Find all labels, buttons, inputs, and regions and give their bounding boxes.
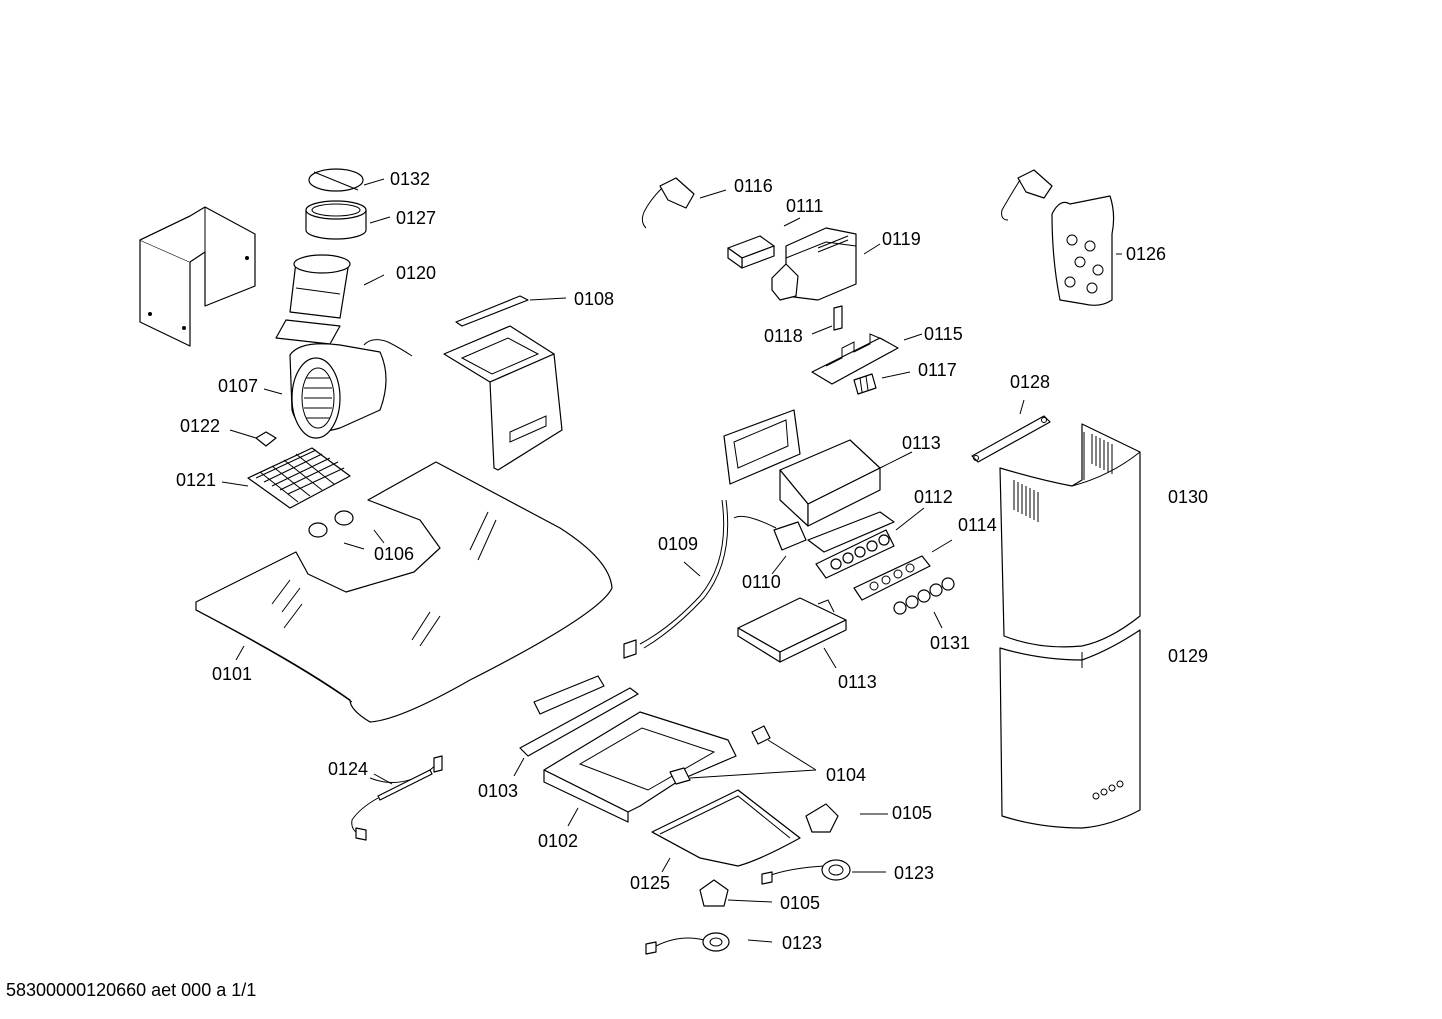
label-0111: 0111 bbox=[786, 196, 823, 216]
part-0132-clip bbox=[308, 168, 385, 192]
part-0117-terminal bbox=[853, 371, 911, 395]
part-0106-knobs bbox=[308, 510, 385, 550]
label-0124: 0124 bbox=[328, 759, 368, 779]
part-0105-lamp-holder-upper bbox=[805, 803, 888, 833]
label-0126: 0126 bbox=[1126, 244, 1166, 264]
part-0126-fixing-kit bbox=[1051, 195, 1122, 306]
part-0130-upper-chimney bbox=[999, 423, 1141, 648]
label-0115: 0115 bbox=[924, 324, 963, 344]
part-0103-profile bbox=[513, 675, 639, 777]
plug-accessory bbox=[1001, 169, 1053, 221]
part-0119-housing bbox=[771, 227, 881, 301]
label-0106: 0106 bbox=[374, 544, 414, 564]
label-0105-lower: 0105 bbox=[780, 893, 820, 913]
part-0110-connector bbox=[733, 515, 807, 575]
label-0107: 0107 bbox=[218, 376, 258, 396]
label-0130: 0130 bbox=[1168, 487, 1208, 507]
label-0128: 0128 bbox=[1010, 372, 1050, 392]
part-0115-switch-board bbox=[811, 333, 923, 385]
part-0107-blower bbox=[263, 319, 413, 439]
part-0111-starter bbox=[727, 217, 801, 269]
label-0123-upper: 0123 bbox=[894, 863, 934, 883]
label-0103: 0103 bbox=[478, 781, 518, 801]
label-0121: 0121 bbox=[176, 470, 216, 490]
part-0113-upper bbox=[723, 409, 913, 527]
part-0125-diffuser bbox=[651, 789, 801, 873]
part-0131-buttons bbox=[893, 577, 955, 629]
part-0101-glass-canopy bbox=[195, 461, 613, 723]
part-0120-outlet bbox=[289, 254, 385, 319]
label-0114: 0114 bbox=[958, 515, 997, 535]
part-0105-lamp-holder-lower bbox=[699, 879, 773, 907]
motor-mount-bracket bbox=[443, 325, 563, 471]
label-0117: 0117 bbox=[918, 360, 957, 380]
part-0116-plug bbox=[641, 177, 727, 229]
label-0113-upper: 0113 bbox=[902, 433, 941, 453]
label-0132: 0132 bbox=[390, 169, 430, 189]
label-0127: 0127 bbox=[396, 208, 436, 228]
part-0118-capacitor bbox=[811, 305, 843, 335]
label-0123-lower: 0123 bbox=[782, 933, 822, 953]
part-0129-lower-chimney bbox=[999, 629, 1141, 829]
part-0109-wire bbox=[623, 499, 729, 659]
part-0124-cable bbox=[351, 755, 443, 841]
part-0123-lamp-upper bbox=[761, 859, 886, 885]
part-0114-label-strip bbox=[853, 539, 953, 601]
label-0108: 0108 bbox=[574, 289, 614, 309]
part-0123-lamp-lower bbox=[645, 932, 773, 955]
label-0129: 0129 bbox=[1168, 646, 1208, 666]
label-0101: 0101 bbox=[212, 664, 252, 684]
part-0127-collar bbox=[305, 200, 391, 240]
label-0125: 0125 bbox=[630, 873, 670, 893]
label-0119: 0119 bbox=[882, 229, 921, 249]
label-0104: 0104 bbox=[826, 765, 866, 785]
part-0102-frame bbox=[543, 711, 737, 827]
label-0102: 0102 bbox=[538, 831, 578, 851]
part-0128-bracket bbox=[971, 399, 1051, 463]
label-0113-lower: 0113 bbox=[838, 672, 877, 692]
label-0116: 0116 bbox=[734, 176, 773, 196]
label-0109: 0109 bbox=[658, 534, 698, 554]
label-0118: 0118 bbox=[764, 326, 803, 346]
part-0108-seal bbox=[455, 295, 567, 327]
label-0122: 0122 bbox=[180, 416, 220, 436]
label-0131: 0131 bbox=[930, 633, 970, 653]
document-id-footer: 58300000120660 aet 000 a 1/1 bbox=[6, 980, 257, 1000]
part-0113-lower-tray bbox=[737, 597, 847, 669]
part-0112-control-panel bbox=[807, 507, 925, 579]
part-0121-filter-grid bbox=[221, 447, 351, 509]
part-0104-clips bbox=[669, 725, 817, 785]
label-0110: 0110 bbox=[742, 572, 781, 592]
chimney-bracket bbox=[139, 206, 256, 347]
label-0105-upper: 0105 bbox=[892, 803, 932, 823]
label-0120: 0120 bbox=[396, 263, 436, 283]
label-0112: 0112 bbox=[914, 487, 953, 507]
part-0122-clip bbox=[229, 429, 277, 447]
